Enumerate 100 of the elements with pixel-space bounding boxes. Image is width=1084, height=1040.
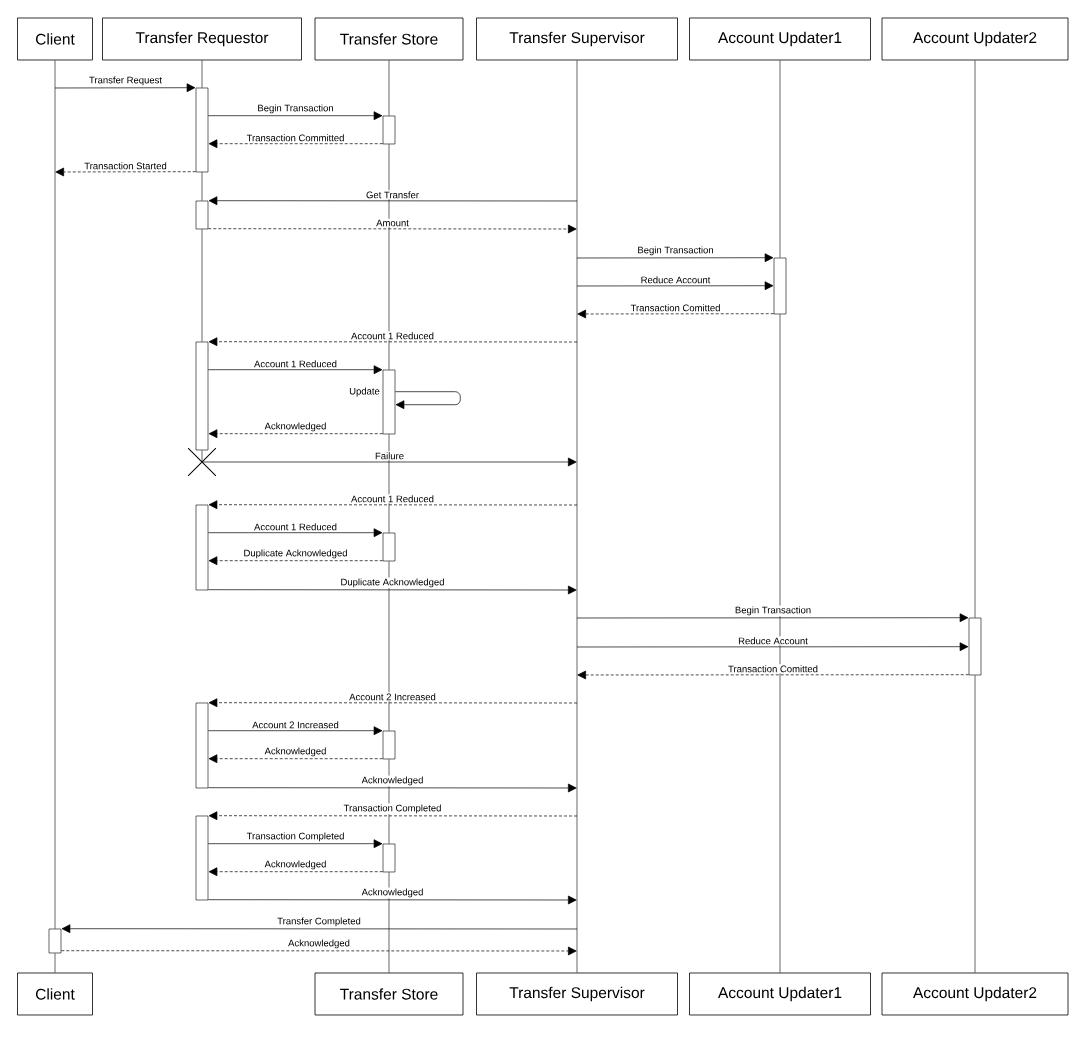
message-arrow (54, 83, 196, 93)
message-arrow (207, 528, 383, 538)
message-label: Get Transfer (366, 191, 419, 199)
activation-bar (48, 928, 62, 954)
message-label: Reduce Account (641, 276, 711, 284)
message-label: Duplicate Acknowledged (341, 578, 444, 588)
activation-bar (382, 115, 396, 145)
return-arrow (60, 946, 577, 956)
message-arrow (207, 365, 383, 375)
message-label: Acknowledged (361, 776, 423, 786)
return-arrow (577, 670, 970, 680)
participant-box: Transfer Store (314, 17, 464, 61)
message-label: Account 2 Increased (252, 721, 339, 729)
return-arrow (208, 337, 578, 347)
message-arrow (207, 839, 383, 849)
lifeline (974, 675, 976, 973)
message-arrow (576, 642, 969, 652)
participant-box: Account Updater1 (689, 17, 871, 61)
message-label: Acknowledged (264, 860, 326, 870)
return-arrow (208, 754, 384, 764)
lifeline (54, 60, 56, 929)
message-label: Acknowledged (264, 747, 326, 757)
activation-bar (382, 843, 396, 873)
lifeline (388, 434, 390, 533)
participant-box: Transfer Store (314, 972, 464, 1016)
message-label: Transaction Committed (246, 134, 344, 142)
message-label: Transaction Comitted (728, 665, 818, 673)
message-arrow (576, 281, 774, 291)
activation-bar (195, 341, 209, 451)
return-arrow (208, 139, 384, 149)
participant-box: Transfer Supervisor (476, 972, 678, 1016)
lifeline (201, 172, 203, 201)
lifeline (54, 953, 56, 973)
participant-box: Account Updater1 (689, 972, 871, 1016)
participant-box: Transfer Requestor (102, 17, 302, 61)
activation-bar (195, 702, 209, 789)
lifeline (201, 60, 203, 88)
lifeline (388, 561, 390, 731)
lifeline (576, 60, 578, 973)
lifeline (201, 229, 203, 342)
message-label: Account 1 Reduced (351, 332, 434, 340)
message-label: Account 1 Reduced (351, 495, 434, 503)
message-label: Account 2 Increased (349, 693, 436, 701)
message-label: Acknowledged (361, 888, 423, 898)
message-label: Begin Transaction (258, 104, 333, 114)
return-arrow (208, 556, 384, 566)
message-arrow (201, 457, 577, 467)
message-arrow (61, 924, 578, 934)
message-arrow (207, 111, 383, 121)
message-label: Transfer Request (89, 76, 162, 86)
participant-box: Account Updater2 (881, 17, 1069, 61)
lifeline (388, 144, 390, 370)
return-arrow (208, 698, 578, 708)
participant-box: Account Updater2 (881, 972, 1069, 1016)
activation-bar (195, 200, 209, 230)
destroy-mark (188, 448, 216, 476)
message-label: Reduce Account (738, 637, 808, 645)
self-message-arrow (394, 391, 461, 410)
message-label: Transaction Started (84, 162, 167, 170)
activation-bar (773, 257, 787, 315)
message-label: Begin Transaction (735, 606, 811, 616)
lifeline (779, 60, 781, 258)
return-arrow (577, 309, 775, 319)
message-arrow (207, 585, 577, 595)
activation-bar (195, 87, 209, 173)
message-label: Acknowledged (264, 422, 326, 432)
return-arrow (55, 167, 197, 177)
message-label: Account 1 Reduced (254, 360, 337, 368)
message-label: Amount (376, 219, 409, 227)
participant-box: Transfer Supervisor (476, 17, 678, 61)
return-arrow (207, 224, 577, 234)
message-label: Begin Transaction (638, 246, 713, 256)
message-label: Transaction Completed (343, 804, 441, 814)
message-label: Transfer Completed (277, 917, 361, 927)
message-label: Update (349, 387, 380, 397)
message-label: Transaction Comitted (630, 304, 720, 312)
return-arrow (208, 500, 578, 510)
lifeline (201, 450, 203, 463)
message-arrow (207, 895, 577, 905)
lifeline (388, 872, 390, 973)
lifeline (974, 60, 976, 618)
message-arrow (207, 726, 383, 736)
activation-bar (382, 369, 396, 435)
activation-bar (195, 504, 209, 591)
lifeline (779, 314, 781, 973)
activation-bar (968, 617, 982, 676)
message-arrow (576, 613, 969, 623)
message-label: Failure (375, 452, 404, 460)
return-arrow (208, 811, 578, 821)
participant-box: Client (17, 17, 93, 61)
lifeline (388, 60, 390, 116)
activation-bar (382, 532, 396, 562)
message-label: Acknowledged (288, 939, 350, 949)
return-arrow (208, 429, 384, 439)
message-label: Account 1 Reduced (254, 523, 337, 531)
participant-box: Client (17, 972, 93, 1016)
activation-bar (195, 815, 209, 901)
message-arrow (576, 253, 774, 263)
message-arrow (208, 196, 578, 206)
message-arrow (207, 783, 577, 793)
